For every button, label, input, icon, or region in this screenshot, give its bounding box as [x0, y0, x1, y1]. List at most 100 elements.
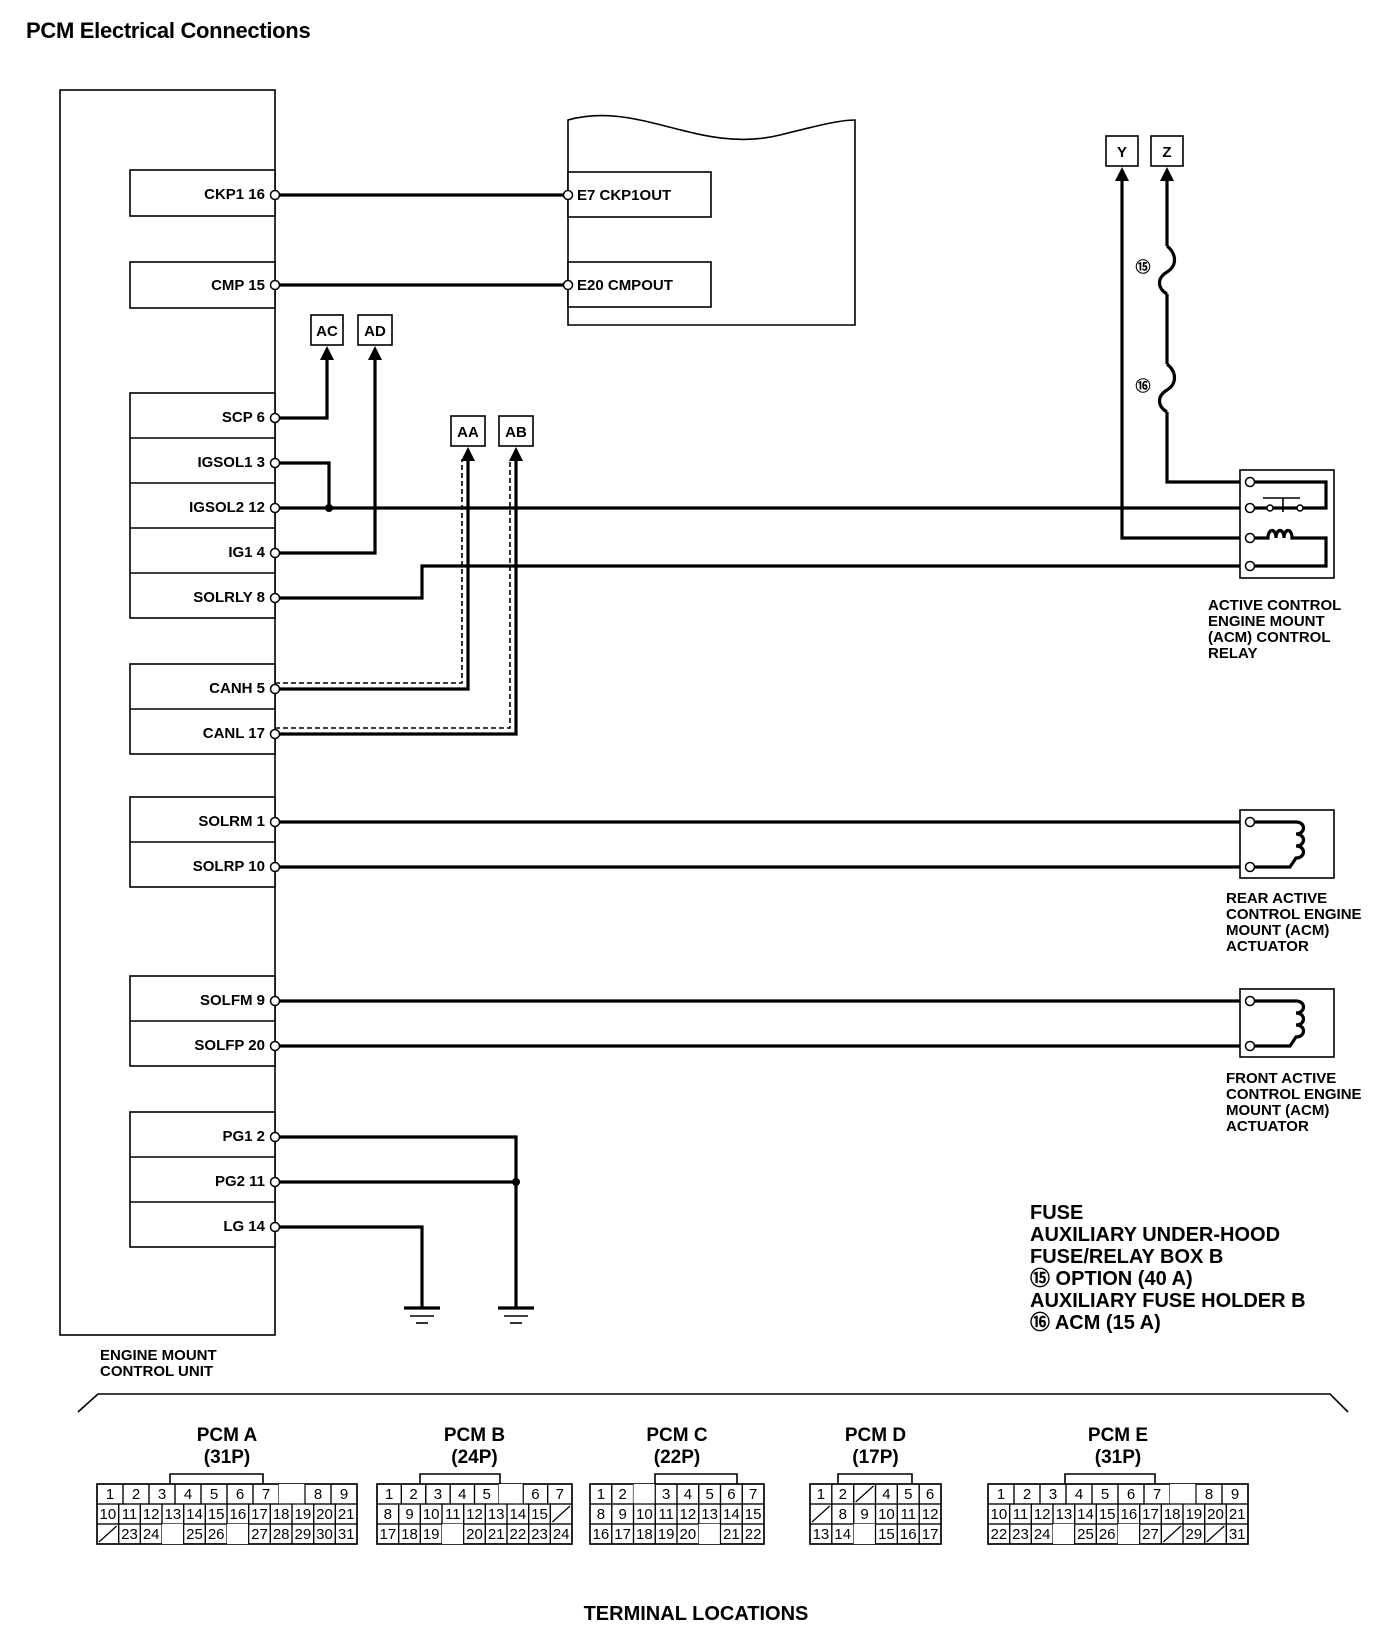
terminal-cell: 29: [1182, 1523, 1206, 1545]
svg-text:5: 5: [1101, 1486, 1109, 1503]
rear-acm-actuator: [1239, 809, 1335, 879]
terminal-cell: 20: [1204, 1503, 1227, 1525]
svg-text:3: 3: [434, 1486, 442, 1503]
svg-text:19: 19: [294, 1506, 311, 1523]
svg-text:12: 12: [1034, 1506, 1051, 1523]
svg-text:8: 8: [1205, 1486, 1213, 1503]
svg-text:ACTIVE CONTROL: ACTIVE CONTROL: [1208, 597, 1341, 614]
svg-text:11: 11: [1013, 1506, 1029, 1523]
svg-text:15: 15: [531, 1506, 548, 1523]
svg-text:AD: AD: [364, 323, 386, 340]
terminal-cell: 11: [654, 1503, 678, 1525]
svg-text:12: 12: [466, 1506, 483, 1523]
terminal-cell: 13: [1052, 1503, 1076, 1525]
svg-text:12: 12: [680, 1506, 697, 1523]
terminal-cell: 22: [741, 1523, 765, 1545]
terminal-cell: 8: [589, 1503, 613, 1525]
svg-text:16: 16: [1120, 1506, 1137, 1523]
wire-lg: [275, 1225, 424, 1308]
svg-text:25: 25: [186, 1526, 203, 1543]
svg-text:2: 2: [409, 1486, 417, 1503]
terminal-cell: 15: [874, 1523, 898, 1545]
svg-text:CONTROL UNIT: CONTROL UNIT: [100, 1363, 213, 1380]
svg-text:1: 1: [385, 1486, 393, 1503]
terminal-cell: 2: [831, 1483, 855, 1505]
wire-canh: [275, 459, 470, 691]
terminal-cell: 24: [1030, 1523, 1054, 1545]
svg-text:8: 8: [384, 1506, 392, 1523]
wire-z: [1157, 179, 1250, 484]
fuse-legend: FUSE AUXILIARY UNDER-HOOD FUSE/RELAY BOX…: [1030, 1202, 1306, 1334]
svg-text:14: 14: [1077, 1506, 1094, 1523]
pin-label-cmp: CMP 15: [211, 277, 265, 294]
terminal-locations-bracket: [77, 1393, 1349, 1413]
svg-text:CONTROL ENGINE: CONTROL ENGINE: [1226, 1086, 1362, 1103]
terminal-cell: 3: [425, 1483, 451, 1505]
svg-text:14: 14: [723, 1506, 740, 1523]
svg-text:21: 21: [1229, 1506, 1246, 1523]
terminal-cell: 13: [161, 1503, 185, 1525]
terminal-cell: 13: [698, 1503, 722, 1525]
pin-group-solenoid: [129, 392, 276, 619]
terminal-cell: 6: [918, 1483, 942, 1505]
svg-text:(ACM) CONTROL: (ACM) CONTROL: [1208, 629, 1330, 646]
terminal-cell: [279, 1484, 305, 1504]
emcu-label: ENGINE MOUNT CONTROL UNIT: [100, 1347, 217, 1380]
page-title: PCM Electrical Connections: [26, 18, 311, 43]
svg-text:10: 10: [636, 1506, 653, 1523]
terminal-cell: 12: [918, 1503, 942, 1525]
terminal-cell: 11: [1009, 1503, 1032, 1525]
svg-text:ENGINE MOUNT: ENGINE MOUNT: [1208, 613, 1325, 630]
svg-text:23: 23: [1012, 1526, 1029, 1543]
pin-group-ckp1: [129, 169, 276, 217]
terminal-cell: [853, 1524, 876, 1544]
pin-label-ig1: IG1 4: [228, 544, 265, 561]
terminal-cell: 14: [831, 1523, 855, 1545]
svg-text:5: 5: [705, 1486, 713, 1503]
connector-pin-count: (24P): [451, 1447, 497, 1468]
wire-pg1: [275, 1135, 518, 1308]
svg-text:19: 19: [1185, 1506, 1202, 1523]
svg-text:20: 20: [680, 1526, 697, 1543]
connector-name: PCM C: [646, 1425, 708, 1446]
svg-text:11: 11: [445, 1506, 461, 1523]
pin-label-igsol2: IGSOL2 12: [189, 499, 265, 516]
svg-text:3: 3: [1049, 1486, 1057, 1503]
terminal-cell: 17: [1139, 1503, 1162, 1525]
terminal-cell: 2: [122, 1483, 150, 1505]
terminal-cell: [853, 1483, 877, 1505]
terminal-cell: 7: [252, 1483, 280, 1505]
svg-text:6: 6: [236, 1486, 244, 1503]
terminal-cell: 4: [174, 1483, 202, 1505]
wire-y: [1120, 179, 1250, 540]
pin-label-solrm: SOLRM 1: [198, 813, 265, 830]
terminal-cell: 27: [248, 1523, 271, 1545]
terminal-cell: 1: [809, 1483, 833, 1505]
pcm-label-e20: E20 CMPOUT: [577, 277, 673, 294]
svg-text:22: 22: [990, 1526, 1007, 1543]
terminal-cell: 7: [1143, 1483, 1171, 1505]
terminal-cell: 19: [654, 1523, 678, 1545]
svg-text:16: 16: [593, 1526, 610, 1543]
terminal-cell: 1: [96, 1483, 124, 1505]
svg-text:18: 18: [636, 1526, 653, 1543]
terminal-cell: 23: [1009, 1523, 1032, 1545]
terminal-cell: 14: [1074, 1503, 1097, 1525]
svg-text:8: 8: [314, 1486, 322, 1503]
pin-label-canl: CANL 17: [203, 725, 265, 742]
svg-text:4: 4: [184, 1486, 192, 1503]
terminal-cell: 18: [1160, 1503, 1184, 1525]
terminal-cell: 5: [200, 1483, 228, 1505]
connector-name: PCM E: [1088, 1425, 1148, 1446]
svg-text:15: 15: [208, 1506, 225, 1523]
svg-text:18: 18: [401, 1526, 418, 1543]
svg-text:16: 16: [229, 1506, 246, 1523]
svg-text:21: 21: [723, 1526, 740, 1543]
svg-text:1: 1: [597, 1486, 605, 1503]
svg-text:31: 31: [338, 1526, 355, 1543]
svg-text:1: 1: [997, 1486, 1005, 1503]
terminal-locations-label: TERMINAL LOCATIONS: [584, 1603, 809, 1625]
svg-text:1: 1: [106, 1486, 114, 1503]
svg-text:⑮ OPTION (40 A): ⑮ OPTION (40 A): [1030, 1267, 1193, 1290]
